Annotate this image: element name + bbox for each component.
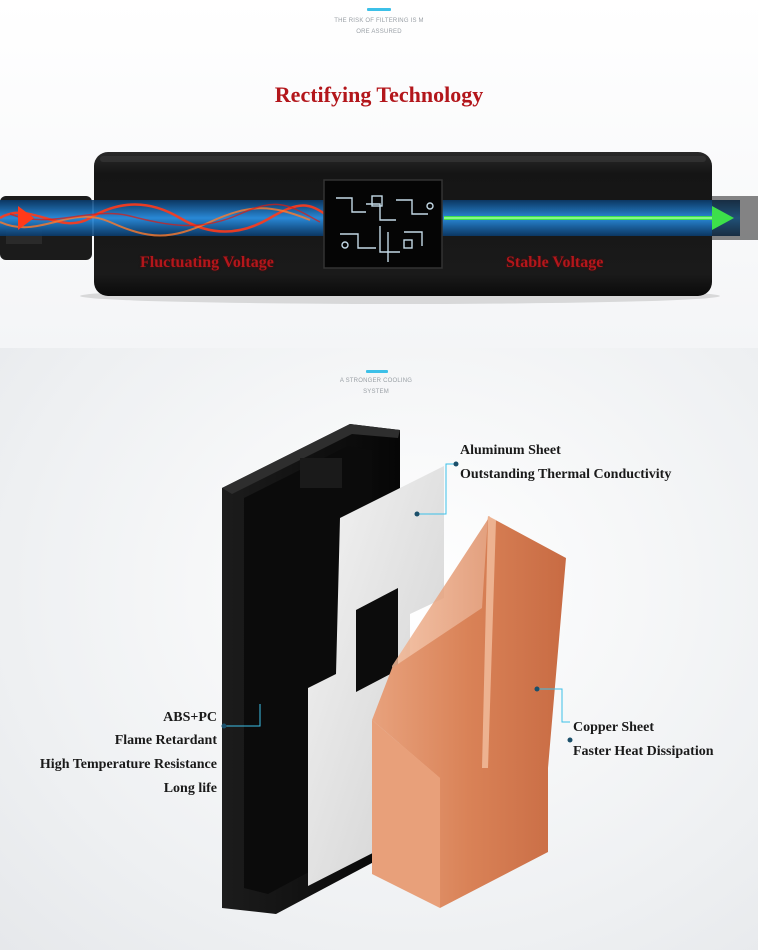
cooling-system-section: A STRONGER COOLING SYSTEM xyxy=(0,348,758,950)
adapter-top-edge xyxy=(100,156,706,162)
fluctuating-wave-3 xyxy=(9,203,321,227)
copper-sheet-label: Copper Sheet xyxy=(573,720,655,735)
abs-case-rim xyxy=(222,424,400,494)
callout-dots xyxy=(221,461,573,743)
caption-line-2: ORE ASSURED xyxy=(356,29,402,35)
copper-fold xyxy=(372,720,440,908)
abs-pc-label: ABS+PC xyxy=(163,710,217,725)
section-caption: THE RISK OF FILTERING IS M ORE ASSURED xyxy=(300,16,458,38)
caption-line-2: SYSTEM xyxy=(363,389,389,395)
stable-voltage-label: Stable Voltage xyxy=(506,254,604,271)
section-caption: A STRONGER COOLING SYSTEM xyxy=(310,376,442,398)
exploded-cooling-diagram xyxy=(221,424,573,914)
copper-highlight xyxy=(482,516,496,768)
fluctuating-voltage-label: Fluctuating Voltage xyxy=(140,254,274,271)
left-arrow-head xyxy=(18,206,34,230)
page-title: Rectifying Technology xyxy=(274,82,484,107)
copper-callout xyxy=(537,688,570,723)
copper-sheet-feature: Faster Heat Dissipation xyxy=(573,744,714,759)
copper-sheet xyxy=(372,516,566,908)
flame-retardant-label: Flame Retardant xyxy=(114,733,217,748)
rectifying-technology-section: THE RISK OF FILTERING IS M ORE ASSURED R… xyxy=(0,0,758,348)
fluctuating-wave-2 xyxy=(0,207,311,237)
adapter-diagram xyxy=(0,152,758,304)
accent-bar xyxy=(367,8,391,11)
abs-callout xyxy=(224,704,261,727)
right-arrow-head xyxy=(712,206,734,230)
caption-line-1: THE RISK OF FILTERING IS M xyxy=(334,18,424,24)
aluminum-cutout xyxy=(356,588,398,692)
callout-lines xyxy=(224,463,570,727)
circuit-window xyxy=(323,179,443,269)
case-slot xyxy=(300,458,342,488)
aluminum-sheet-feature: Outstanding Thermal Conductivity xyxy=(460,467,672,482)
high-temperature-label: High Temperature Resistance xyxy=(39,757,217,772)
caption-line-1: A STRONGER COOLING xyxy=(339,378,413,384)
circuit-diagram xyxy=(336,195,434,262)
aluminum-callout xyxy=(417,463,456,515)
long-life-label: Long life xyxy=(163,781,217,796)
accent-bar xyxy=(366,370,388,373)
aluminum-sheet-label: Aluminum Sheet xyxy=(460,443,561,458)
